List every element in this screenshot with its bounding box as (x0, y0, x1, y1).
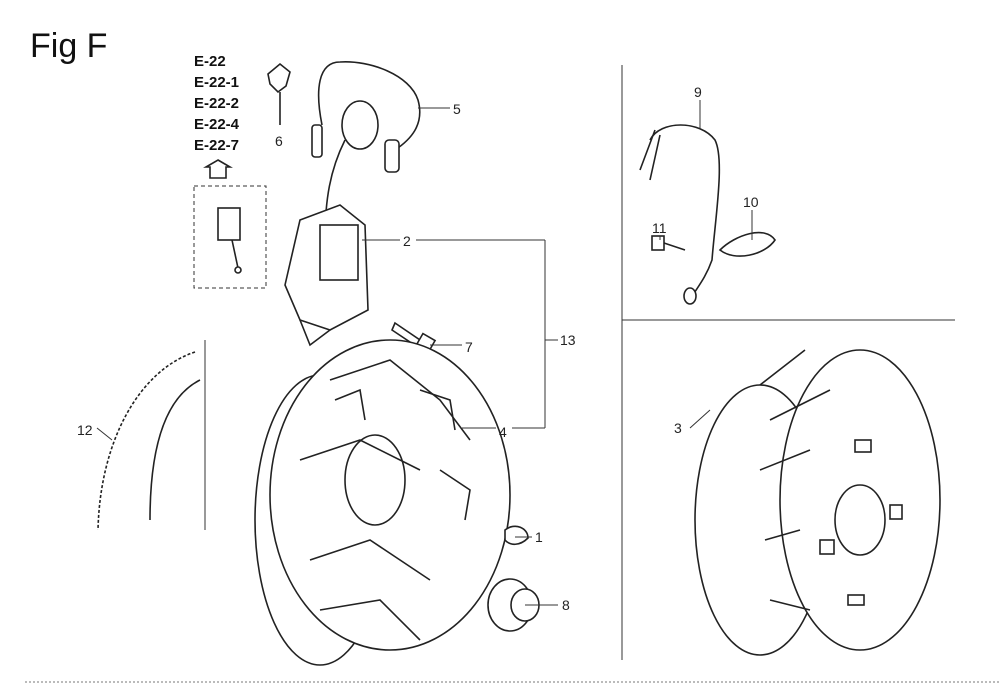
callout-12: 12 (77, 422, 93, 438)
callout-3: 3 (674, 420, 682, 436)
part-8-nut (487, 578, 540, 632)
callout-9: 9 (694, 84, 702, 100)
leader-lines (96, 100, 753, 606)
callout-11: 11 (652, 220, 667, 236)
callout-4: 4 (499, 424, 507, 440)
ref-code: E-22 (194, 53, 226, 70)
part-11-screw (651, 235, 686, 251)
part-10-clamp (718, 231, 776, 257)
ref-code: E-22-4 (194, 116, 240, 133)
part-4-flywheel (254, 339, 511, 666)
callout-2: 2 (403, 233, 411, 249)
part-3-flywheel-assembly (694, 349, 941, 656)
part-6-clip (267, 62, 291, 125)
callout-7: 7 (465, 339, 473, 355)
callouts: 1 2 3 4 5 6 7 8 9 10 11 12 13 (77, 84, 759, 613)
inset-connector-part (217, 207, 242, 274)
ref-code: E-22-1 (194, 74, 239, 91)
part-1-key (504, 525, 529, 546)
up-arrow-icon (203, 159, 233, 179)
callout-1: 1 (535, 529, 543, 545)
part-2-ignition-coil (284, 204, 369, 347)
inset-box (193, 185, 267, 289)
callout-5: 5 (453, 101, 461, 117)
callout-6: 6 (275, 133, 283, 149)
callout-10: 10 (743, 194, 759, 210)
callout-13: 13 (560, 332, 576, 348)
reference-codes: E-22 E-22-1 E-22-2 E-22-4 E-22-7 (194, 53, 240, 154)
ref-code: E-22-2 (194, 95, 239, 112)
part-12-ring-gear (97, 351, 201, 531)
ref-code: E-22-7 (194, 137, 239, 154)
part-9-wire (639, 124, 721, 305)
figure-title: Fig F (30, 27, 107, 65)
callout-8: 8 (562, 597, 570, 613)
